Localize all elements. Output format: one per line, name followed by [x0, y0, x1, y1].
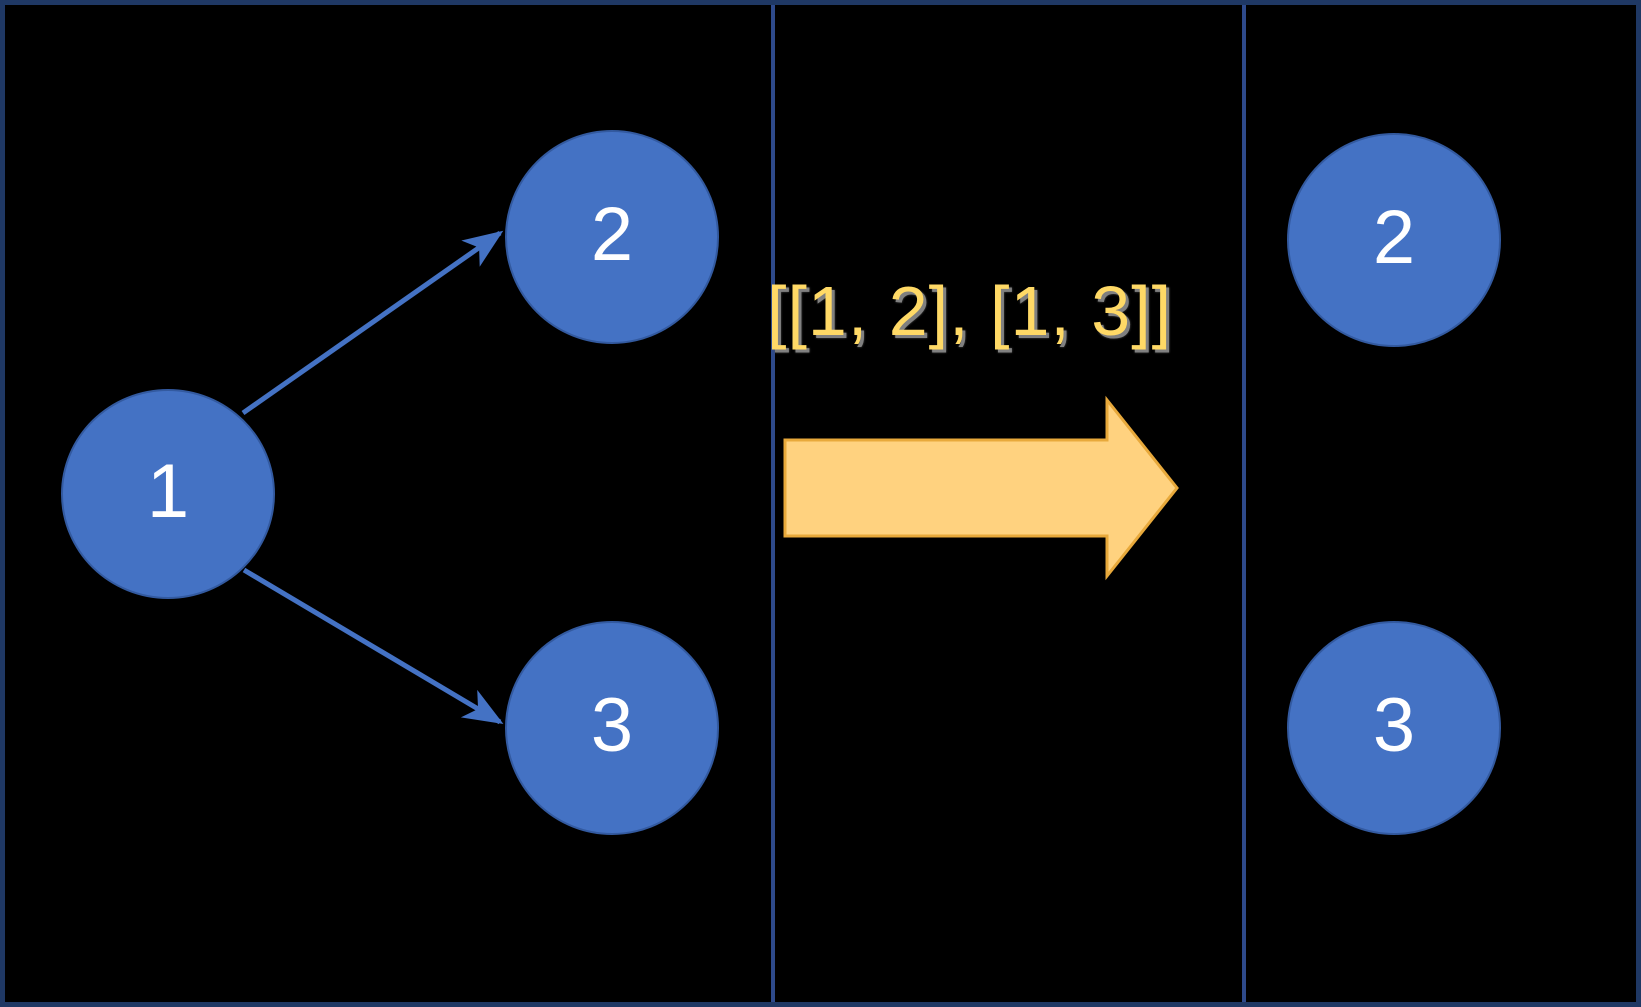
node-label: 1 [146, 449, 190, 534]
edge-list-label: [[1, 2], [1, 3]] [767, 272, 1173, 350]
node-label: 3 [590, 683, 634, 768]
node-label: 2 [590, 192, 634, 277]
panel-output-graph: 2 3 [1246, 0, 1641, 1007]
edge-1-to-2 [241, 230, 504, 416]
node-label: 3 [1372, 683, 1416, 768]
panel-input-graph: 1 2 3 [0, 0, 771, 1007]
panel-divider-left [771, 0, 775, 1007]
result-node-3[interactable]: 3 [1287, 621, 1501, 835]
graph-edges-layer [241, 230, 504, 725]
graph-node-3[interactable]: 3 [505, 621, 719, 835]
result-node-2[interactable]: 2 [1287, 133, 1501, 347]
transform-arrow-icon [783, 395, 1179, 581]
node-label: 2 [1372, 195, 1416, 280]
panel-divider-right [1242, 0, 1246, 1007]
edge-1-to-3 [242, 567, 504, 725]
panel-transformation: [[1, 2], [1, 3]] [767, 0, 1242, 1007]
graph-node-1[interactable]: 1 [61, 389, 275, 599]
graph-node-2[interactable]: 2 [505, 130, 719, 344]
